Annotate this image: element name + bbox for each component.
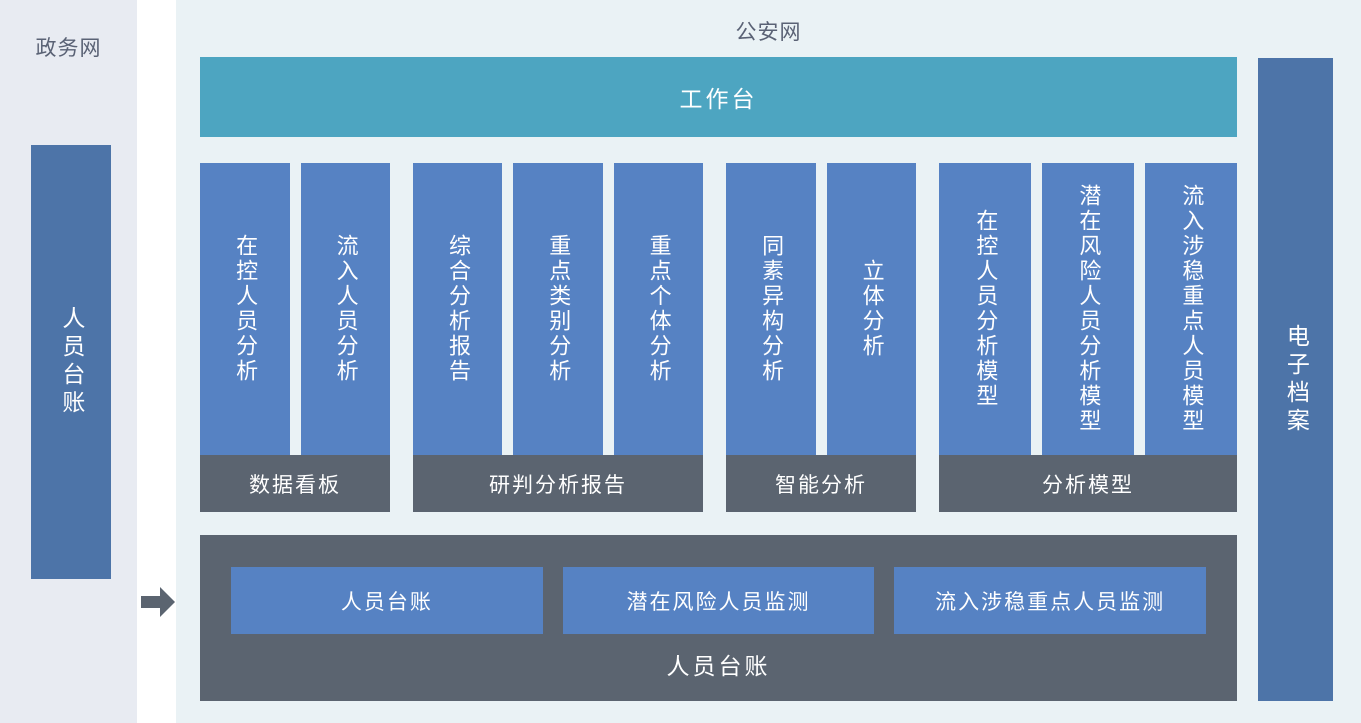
card-label: 潜在风险人员监测 <box>626 590 811 614</box>
main-zone-title: 公安网 <box>735 21 802 44</box>
card-key-individual-analysis[interactable]: 重点个体分析 <box>613 163 703 455</box>
group-judgment-analysis-report: 综合分析报告 重点类别分析 重点个体分析 研判分析报告 <box>413 163 703 512</box>
group-band-data-dashboard[interactable]: 数据看板 <box>200 455 390 512</box>
card-label: 在控人员分析 <box>233 234 259 384</box>
card-inflow-key-stability-personnel-monitoring[interactable]: 流入涉稳重点人员监测 <box>894 567 1207 634</box>
left-zone-government-network: 政务网 人员台账 <box>0 0 137 723</box>
card-potential-risk-personnel-analysis-model[interactable]: 潜在风险人员分析模型 <box>1042 163 1134 455</box>
workbench-bar[interactable]: 工作台 <box>200 57 1237 137</box>
card-label: 在控人员分析模型 <box>973 209 999 409</box>
card-potential-risk-personnel-monitoring[interactable]: 潜在风险人员监测 <box>562 567 875 634</box>
right-bar-electronic-archive[interactable]: 电子档案 <box>1258 58 1333 701</box>
card-personnel-ledger[interactable]: 人员台账 <box>231 567 543 634</box>
card-label: 重点个体分析 <box>646 234 672 384</box>
group-band-analysis-model[interactable]: 分析模型 <box>939 455 1237 512</box>
group-cards: 同素异构分析 立体分析 <box>726 163 916 455</box>
card-label: 潜在风险人员分析模型 <box>1076 184 1102 434</box>
left-bar-personnel-ledger[interactable]: 人员台账 <box>31 145 111 579</box>
group-band-intelligent-analysis[interactable]: 智能分析 <box>726 455 916 512</box>
card-key-category-analysis[interactable]: 重点类别分析 <box>513 163 603 455</box>
group-analysis-model: 在控人员分析模型 潜在风险人员分析模型 流入涉稳重点人员模型 分析模型 <box>939 163 1237 512</box>
group-band-judgment-analysis-report[interactable]: 研判分析报告 <box>413 455 703 512</box>
card-label: 流入人员分析 <box>333 234 359 384</box>
card-label: 重点类别分析 <box>546 234 572 384</box>
card-label: 同素异构分析 <box>759 234 785 384</box>
card-label: 综合分析报告 <box>445 234 471 384</box>
main-zone-police-network: 公安网 工作台 在控人员分析 流入人员分析 数据看板 <box>176 0 1361 723</box>
card-stereoscopic-analysis[interactable]: 立体分析 <box>826 163 916 455</box>
bottom-panel-label: 人员台账 <box>666 653 771 679</box>
workbench-label: 工作台 <box>679 86 758 112</box>
arrow-right-icon <box>139 583 177 621</box>
card-label: 流入涉稳重点人员监测 <box>935 590 1166 614</box>
card-inflow-personnel-analysis[interactable]: 流入人员分析 <box>300 163 390 455</box>
left-zone-title: 政务网 <box>35 37 102 60</box>
groups-row: 在控人员分析 流入人员分析 数据看板 综合分析报告 重点类别 <box>200 163 1237 512</box>
group-band-label: 分析模型 <box>1042 473 1134 497</box>
group-cards: 在控人员分析模型 潜在风险人员分析模型 流入涉稳重点人员模型 <box>939 163 1237 455</box>
card-in-control-personnel-analysis-model[interactable]: 在控人员分析模型 <box>939 163 1031 455</box>
group-band-label: 研判分析报告 <box>489 473 627 497</box>
card-comprehensive-analysis-report[interactable]: 综合分析报告 <box>413 163 503 455</box>
group-cards: 在控人员分析 流入人员分析 <box>200 163 390 455</box>
group-data-dashboard: 在控人员分析 流入人员分析 数据看板 <box>200 163 390 512</box>
group-cards: 综合分析报告 重点类别分析 重点个体分析 <box>413 163 703 455</box>
card-label: 流入涉稳重点人员模型 <box>1179 184 1205 434</box>
left-bar-label: 人员台账 <box>58 306 85 418</box>
card-inflow-key-stability-personnel-model[interactable]: 流入涉稳重点人员模型 <box>1145 163 1237 455</box>
right-bar-label: 电子档案 <box>1283 323 1310 436</box>
card-label: 立体分析 <box>859 259 885 359</box>
card-label: 人员台账 <box>340 590 433 614</box>
card-in-control-personnel-analysis[interactable]: 在控人员分析 <box>200 163 290 455</box>
group-intelligent-analysis: 同素异构分析 立体分析 智能分析 <box>726 163 916 512</box>
card-isomer-heterogeneous-analysis[interactable]: 同素异构分析 <box>726 163 816 455</box>
bottom-panel-personnel-ledger: 人员台账 潜在风险人员监测 流入涉稳重点人员监测 人员台账 <box>200 535 1237 701</box>
group-band-label: 智能分析 <box>775 473 867 497</box>
bottom-cards: 人员台账 潜在风险人员监测 流入涉稳重点人员监测 <box>231 567 1207 634</box>
group-band-label: 数据看板 <box>249 473 341 497</box>
